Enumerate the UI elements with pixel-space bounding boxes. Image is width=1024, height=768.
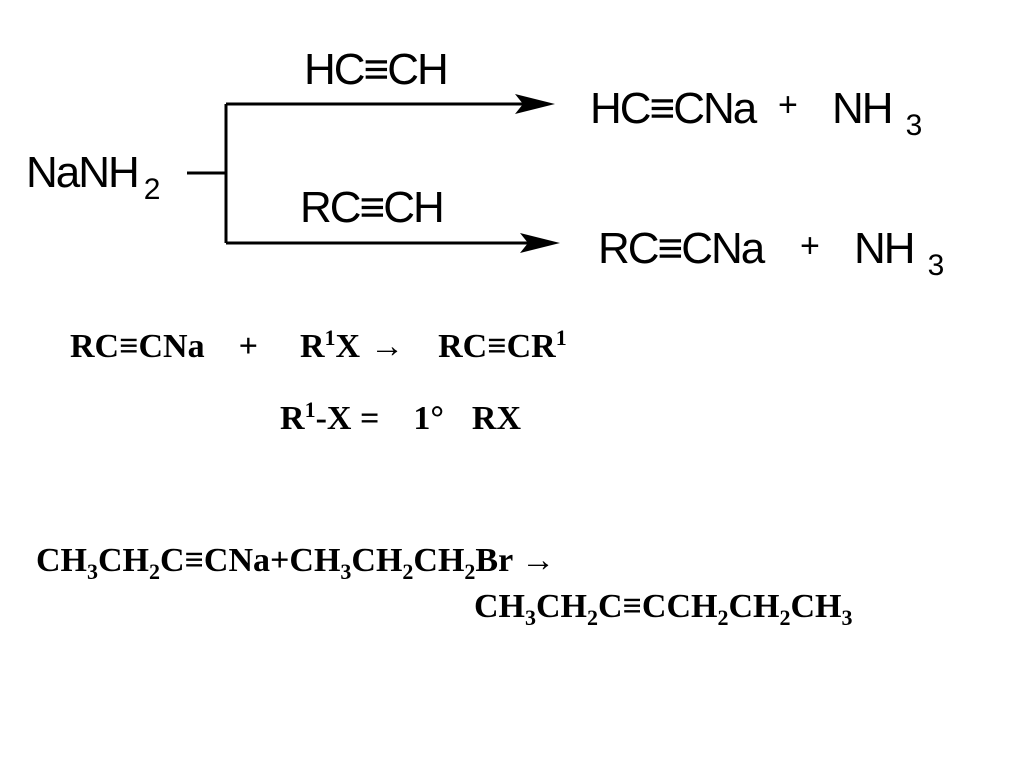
upper-byproduct-subscript: 3 xyxy=(905,109,923,142)
example-line2-subscript: 2 xyxy=(779,605,791,630)
eq1-arrow: → xyxy=(370,328,405,365)
example-line1-text: CH xyxy=(36,542,87,579)
upper-byproduct: NH 3 xyxy=(832,84,922,142)
example-line1-subscript: 2 xyxy=(464,559,476,584)
lower-product: RC≡CNa xyxy=(598,224,765,273)
lower-byproduct-subscript: 3 xyxy=(927,249,945,282)
upper-arrow-head xyxy=(515,94,555,114)
example-line1-subscript: 3 xyxy=(87,559,98,584)
example-line1-text: CH xyxy=(413,542,465,579)
eq2-rhs: 1° xyxy=(413,400,444,437)
eq1-reactant-b-superscript: 1 xyxy=(324,325,336,350)
eq1-reactant-b-rest: X xyxy=(335,328,361,365)
lower-plus: + xyxy=(800,227,820,265)
example-line1-subscript: 2 xyxy=(149,559,160,584)
reagent-formula: NaNH xyxy=(26,148,140,197)
example-line1-subscript: 2 xyxy=(402,559,414,584)
eq1-reactant-a: RC≡CNa xyxy=(70,328,205,365)
eq2-lhs: R xyxy=(280,400,305,437)
example-line2-subscript: 2 xyxy=(587,605,598,630)
alkylation-equation: RC≡CNa+R1X→RC≡CR1 xyxy=(70,325,567,366)
example-line2-subscript: 3 xyxy=(841,605,853,630)
eq1-reactant-b: R xyxy=(299,328,325,365)
lower-reactant-label: RC≡CH xyxy=(300,183,445,232)
upper-plus: + xyxy=(778,86,798,124)
eq1-product-superscript: 1 xyxy=(555,325,567,350)
example-line2-text: CH xyxy=(790,588,842,625)
upper-byproduct-formula: NH xyxy=(832,84,894,133)
lower-byproduct-formula: NH xyxy=(854,224,916,273)
example-reaction-reactants: CH3CH2C≡CNa+CH3CH2CH2Br → xyxy=(36,542,556,583)
example-line2-text: CH xyxy=(728,588,780,625)
example-line2-subscript: 2 xyxy=(717,605,729,630)
eq2-lhs-rest: -X = xyxy=(315,400,380,437)
eq2-lhs-superscript: 1 xyxy=(304,397,316,422)
upper-reactant-label: HC≡CH xyxy=(304,45,449,94)
eq1-product: RC≡CR xyxy=(438,328,556,365)
example-line1-text: C≡CNa+CH xyxy=(160,542,341,579)
example-line2-subscript: 3 xyxy=(525,605,536,630)
example-line2-text: CH xyxy=(474,588,525,625)
example-line1-text: CH xyxy=(98,542,149,579)
eq2-rhs-rest: RX xyxy=(471,400,522,437)
lower-byproduct: NH 3 xyxy=(854,224,944,282)
reagent-subscript: 2 xyxy=(143,173,161,206)
lower-arrow-head xyxy=(520,233,560,253)
example-line2-text: C≡CCH xyxy=(598,588,718,625)
halide-condition: R1-X = 1° RX xyxy=(280,397,522,438)
example-line1-text: CH xyxy=(351,542,403,579)
example-line1-text: Br → xyxy=(475,542,556,579)
example-reaction-product: CH3CH2C≡CCH2CH2CH3 xyxy=(474,588,852,629)
upper-product: HC≡CNa xyxy=(590,84,757,133)
eq1-plus: + xyxy=(238,328,258,365)
example-line1-subscript: 3 xyxy=(340,559,352,584)
example-line2-text: CH xyxy=(536,588,587,625)
